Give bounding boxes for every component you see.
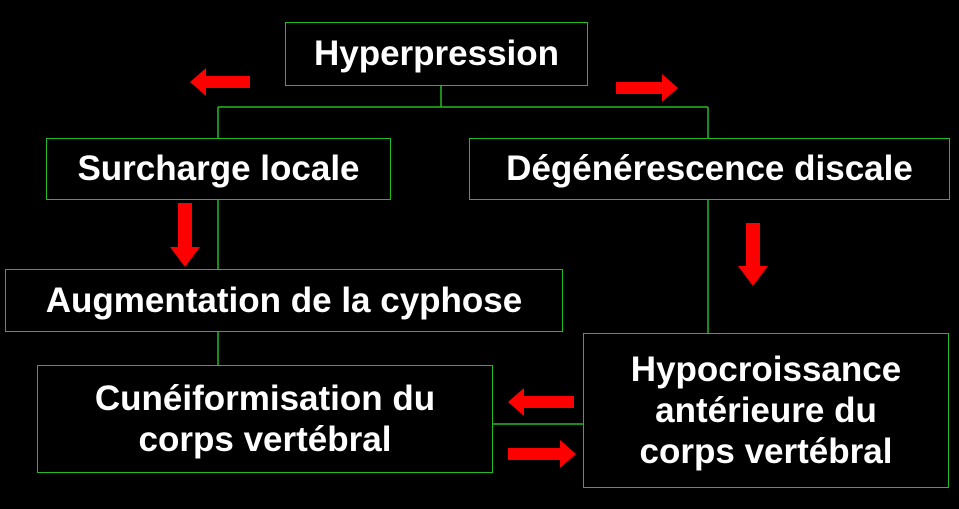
node-surcharge-locale-label: Surcharge locale xyxy=(77,149,360,189)
node-hypocroissance: Hypocroissance antérieure du corps verté… xyxy=(583,333,949,488)
node-degenerescence-discale: Dégénérescence discale xyxy=(469,138,950,200)
node-hyperpression: Hyperpression xyxy=(285,22,588,86)
arrow-left-bottom-icon xyxy=(508,388,574,416)
node-degenerescence-discale-label: Dégénérescence discale xyxy=(506,149,913,189)
arrow-down-degenerescence-icon xyxy=(738,223,768,286)
node-hypocroissance-label: Hypocroissance antérieure du corps verté… xyxy=(630,349,902,472)
arrow-right-bottom-icon xyxy=(508,440,576,468)
node-cuneiformisation-label: Cunéiformisation du corps vertébral xyxy=(94,378,436,459)
node-hyperpression-label: Hyperpression xyxy=(313,34,560,74)
node-surcharge-locale: Surcharge locale xyxy=(46,138,391,200)
arrow-left-top-icon xyxy=(190,68,250,96)
node-augmentation-cyphose-label: Augmentation de la cyphose xyxy=(45,280,523,320)
node-cuneiformisation: Cunéiformisation du corps vertébral xyxy=(37,365,493,473)
node-augmentation-cyphose: Augmentation de la cyphose xyxy=(5,269,563,332)
arrow-down-surcharge-icon xyxy=(170,203,200,267)
arrow-right-top-icon xyxy=(616,74,678,102)
